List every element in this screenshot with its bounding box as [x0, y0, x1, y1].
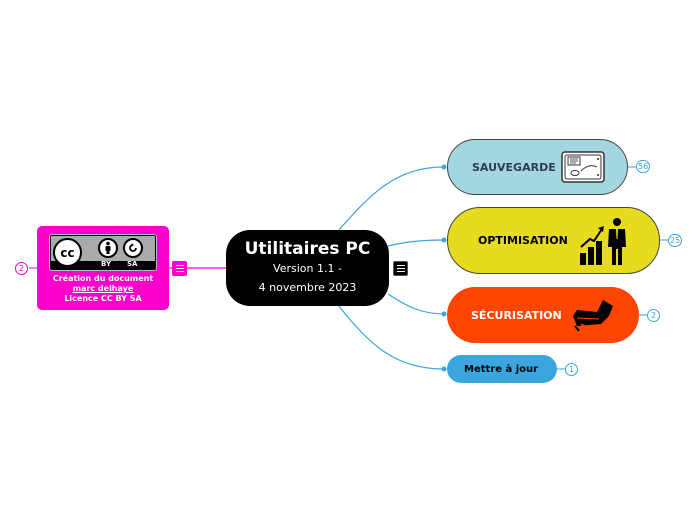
by-label: BY: [101, 260, 112, 268]
growth-chart-icon: [580, 218, 626, 265]
cc-icon: cc: [53, 238, 82, 267]
license-count-badge[interactable]: 2: [15, 262, 28, 275]
cc-by-sa-badge: cc BY SA: [49, 234, 157, 271]
branch-securisation[interactable]: SÉCURISATION: [447, 287, 639, 343]
link-securisation: [387, 293, 445, 315]
central-date: 4 novembre 2023: [258, 281, 357, 294]
attribution-icon: [98, 238, 118, 258]
license-text: Licence CC BY SA: [64, 294, 142, 303]
branch-label: SÉCURISATION: [471, 308, 562, 322]
link-maj: [337, 304, 445, 370]
license-note-icon[interactable]: [172, 261, 187, 276]
boot-kick-icon: [573, 300, 613, 332]
link-dot: [441, 311, 447, 317]
license-node[interactable]: cc BY SA Création du document marc delha…: [37, 226, 169, 310]
branch-sauvegarde[interactable]: SAUVEGARDE: [447, 139, 628, 195]
central-version: Version 1.1 -: [273, 262, 342, 275]
link-sauvegarde: [337, 166, 445, 232]
optimisation-count-badge[interactable]: 25: [668, 234, 683, 247]
securisation-count-badge[interactable]: 2: [647, 309, 660, 322]
central-topic[interactable]: Utilitaires PC Version 1.1 - 4 novembre …: [226, 230, 389, 306]
central-note-icon[interactable]: [393, 261, 408, 276]
branch-label: SAUVEGARDE: [472, 160, 556, 174]
maj-count-badge[interactable]: 1: [565, 363, 578, 376]
license-text-creation: Création du document: [52, 274, 154, 283]
link-dot: [441, 366, 447, 372]
share-alike-icon: [123, 238, 143, 258]
central-title: Utilitaires PC: [244, 239, 371, 259]
link-optimisation: [387, 239, 445, 247]
branch-mettre-a-jour[interactable]: Mettre à jour: [447, 355, 557, 383]
branch-label: OPTIMISATION: [478, 234, 568, 247]
hard-drive-icon: [561, 151, 605, 183]
sauvegarde-count-badge[interactable]: 56: [636, 160, 651, 173]
branch-label: Mettre à jour: [464, 363, 539, 375]
link-dot: [441, 237, 447, 243]
sa-label: SA: [127, 260, 138, 268]
branch-optimisation[interactable]: OPTIMISATION: [447, 207, 660, 274]
author-link[interactable]: marc delhaye: [72, 284, 134, 293]
link-dot: [441, 164, 447, 170]
